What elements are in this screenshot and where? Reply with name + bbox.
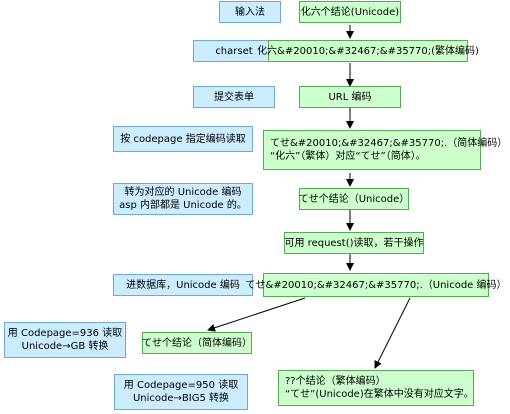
- step-traditional-entities: 化六&#20010;&#32467;&#35770;(繁体编码): [257, 40, 479, 62]
- step-unicode-string: 化六个结论(Unicode): [299, 1, 401, 23]
- result-traditional-line-2: “てせ”(Unicode)在繁体中没有对应文字。: [285, 389, 474, 400]
- result-traditional-line-1: ??个结论（繁体编码）: [285, 376, 386, 387]
- result-simplified: てせ个结论（简体编码）: [142, 332, 252, 354]
- step-database-entities: てせ&#20010;&#32467;&#35770;.（Unicode 编码）: [246, 273, 507, 297]
- step-request-read: 可用 request()读取，若干操作: [284, 232, 424, 254]
- to-database-label: 进数据库，Unicode 编码: [113, 274, 253, 296]
- big5-conversion-line-1: 用 Codepage=950 读取: [123, 380, 239, 391]
- gb-conversion-label: 用 Codepage=936 读取 Unicode→GB 转换: [4, 322, 126, 358]
- step-simplified-entities: てせ&#20010;&#32467;&#35770;.（简体编码） “化六”（繁…: [263, 130, 507, 170]
- big5-conversion-label: 用 Codepage=950 读取 Unicode→BIG5 转换: [114, 374, 248, 410]
- convert-unicode-label: 转为对应的 Unicode 编码 asp 内部都是 Unicode 的。: [113, 183, 253, 215]
- input-method-label: 输入法: [219, 1, 281, 23]
- convert-unicode-line-1: 转为对应的 Unicode 编码: [124, 187, 242, 198]
- result-traditional: ??个结论（繁体编码） “てせ”(Unicode)在繁体中没有对应文字。: [278, 370, 474, 406]
- gb-conversion-line-2: Unicode→GB 转换: [21, 341, 109, 352]
- arrow-step7-result-gb: [207, 297, 306, 332]
- step-url-encoding: URL 编码: [299, 86, 401, 108]
- gb-conversion-line-1: 用 Codepage=936 读取: [7, 328, 123, 339]
- submit-form-label: 提交表单: [193, 86, 275, 108]
- convert-unicode-line-2: asp 内部都是 Unicode 的。: [119, 200, 247, 211]
- read-by-codepage-label: 按 codepage 指定编码读取: [113, 126, 253, 152]
- arrow-step7-result-big5: [374, 297, 411, 369]
- step-unicode-conclusion: てせ个结论（Unicode）: [299, 188, 409, 210]
- step-simplified-entities-line-1: てせ&#20010;&#32467;&#35770;.（简体编码）: [270, 138, 508, 149]
- big5-conversion-line-2: Unicode→BIG5 转换: [132, 393, 230, 404]
- step-simplified-entities-line-2: “化六”（繁体）对应“てせ”（简体）。: [270, 151, 426, 162]
